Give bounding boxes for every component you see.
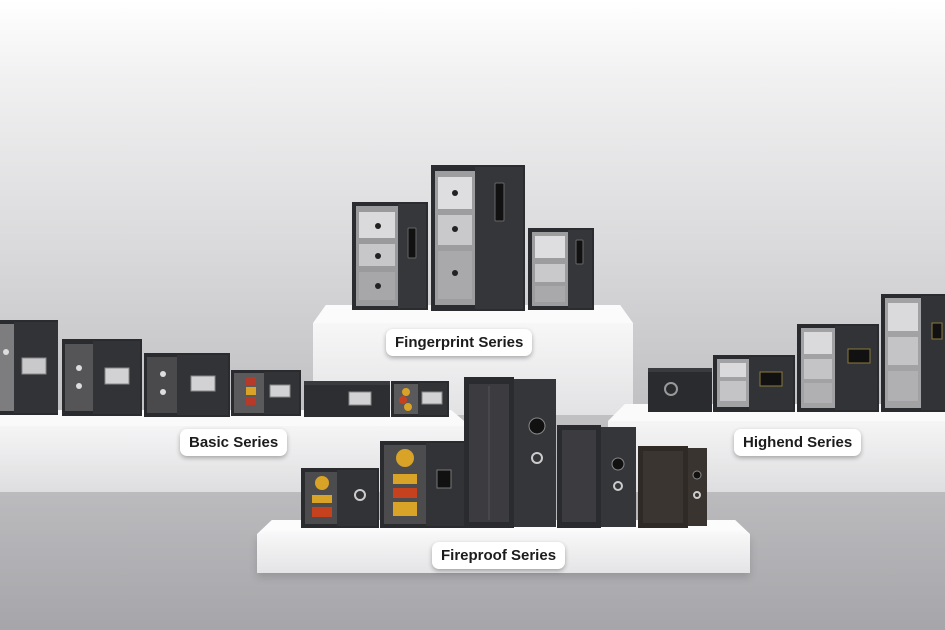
basic-safe [391,381,449,417]
basic-safe [231,370,301,416]
highend-series-label: Highend Series [734,429,862,456]
basic-safe [62,339,142,416]
fireproof-series-label: Fireproof Series [432,542,566,569]
fireproof-safe [638,446,707,528]
highend-safe [797,324,879,412]
fireproof-safe [557,425,636,528]
fingerprint-safe [352,202,428,310]
fingerprint-safe [528,228,594,310]
fireproof-safe [380,441,466,528]
fireproof-safe [464,377,556,528]
fireproof-safe [301,468,379,528]
fingerprint-series-label: Fingerprint Series [386,329,533,356]
basic-safe [144,353,230,417]
highend-safe [713,355,795,412]
highend-safe [648,368,712,412]
highend-safe [881,294,945,412]
basic-safe [304,381,390,417]
basic-series-label: Basic Series [180,429,288,456]
fingerprint-safe [431,165,525,311]
basic-safe [0,320,58,415]
